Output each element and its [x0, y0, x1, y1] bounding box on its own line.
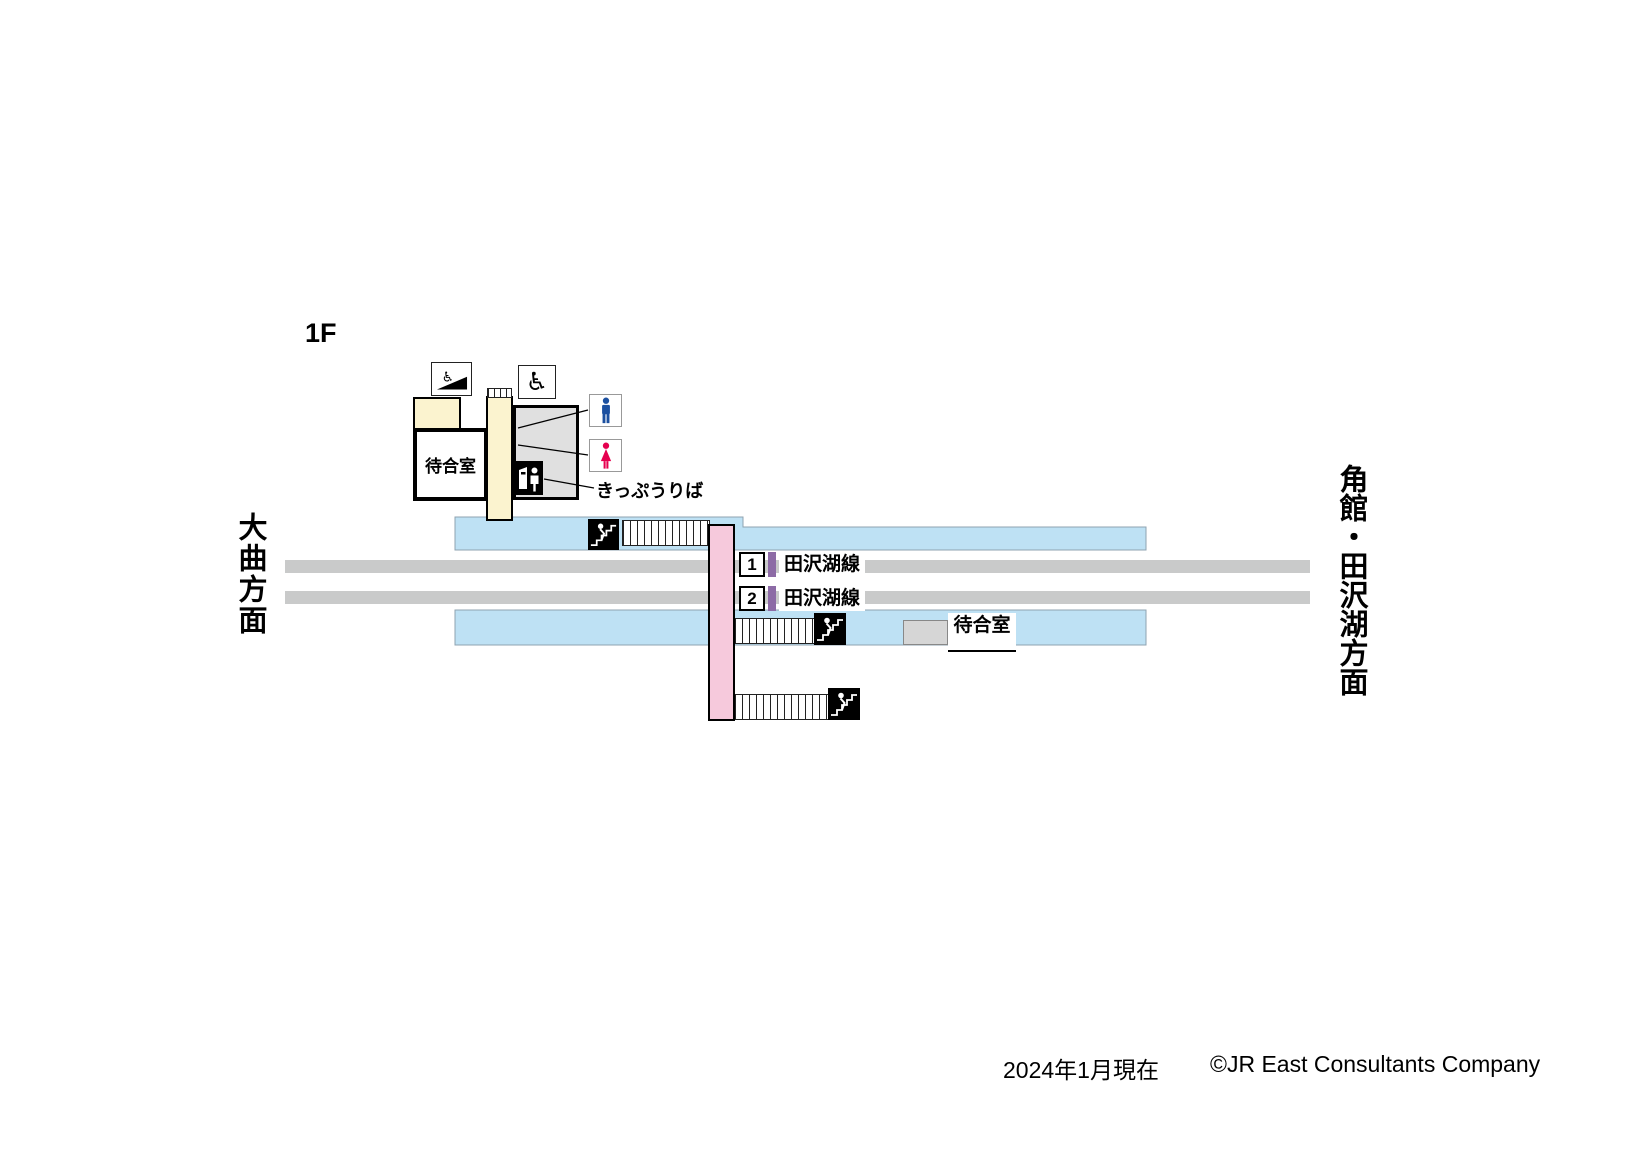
ticket-machine-glyph [515, 461, 543, 495]
waiting-room-upper: 待合室 [413, 428, 488, 501]
footer-copyright: ©JR East Consultants Company [1210, 1051, 1541, 1077]
platform-upper [454, 516, 1147, 551]
floor-label: 1F [305, 318, 337, 348]
wheelchair-glyph: ♿ [525, 367, 549, 396]
platform-2-badge: 2 [739, 586, 765, 611]
building-corridor [486, 396, 513, 521]
crossing-corridor [708, 524, 735, 721]
direction-right-label: 角館・田沢湖方面 [1335, 464, 1367, 696]
ticket-machine-icon [515, 461, 543, 495]
stairs-walkway-middle [734, 618, 815, 644]
wheelchair-ramp-glyph: ♿ [436, 369, 467, 390]
direction-left-label: 大曲方面 [234, 512, 266, 636]
womens-restroom-icon [589, 439, 622, 472]
stairs-icon [814, 613, 846, 645]
stairs-glyph [828, 688, 860, 720]
stairs-icon [828, 688, 860, 720]
ticket-office-label: きっぷうりば [596, 481, 704, 501]
building-entrance [413, 397, 461, 430]
male-figure-icon [601, 397, 610, 423]
stairs-walkway-lower [734, 694, 830, 720]
platform-1-badge: 1 [739, 552, 765, 577]
stairs-glyph [814, 613, 846, 645]
stairs-glyph [588, 519, 619, 550]
waiting-room-upper-label: 待合室 [425, 457, 476, 476]
waiting-room-lower-label: 待合室 [948, 613, 1016, 652]
mens-restroom-icon [589, 394, 622, 427]
wheelchair-ramp-icon: ♿ [431, 362, 472, 396]
platform-1-line-label: 田沢湖線 [779, 552, 866, 577]
wheelchair-icon: ♿ [518, 365, 556, 399]
stairs-icon [588, 519, 619, 550]
platform-1-line-bar [768, 552, 776, 577]
wheelchair-glyph: ♿ [441, 369, 453, 384]
platform-2-line-bar [768, 586, 776, 611]
footer-date: 2024年1月現在 [1003, 1057, 1159, 1083]
waiting-room-lower-box [903, 620, 948, 645]
platform-2-line-label: 田沢湖線 [779, 586, 866, 611]
entrance-steps [487, 388, 512, 398]
female-figure-icon [600, 442, 611, 469]
stairs-walkway-upper [622, 520, 710, 546]
